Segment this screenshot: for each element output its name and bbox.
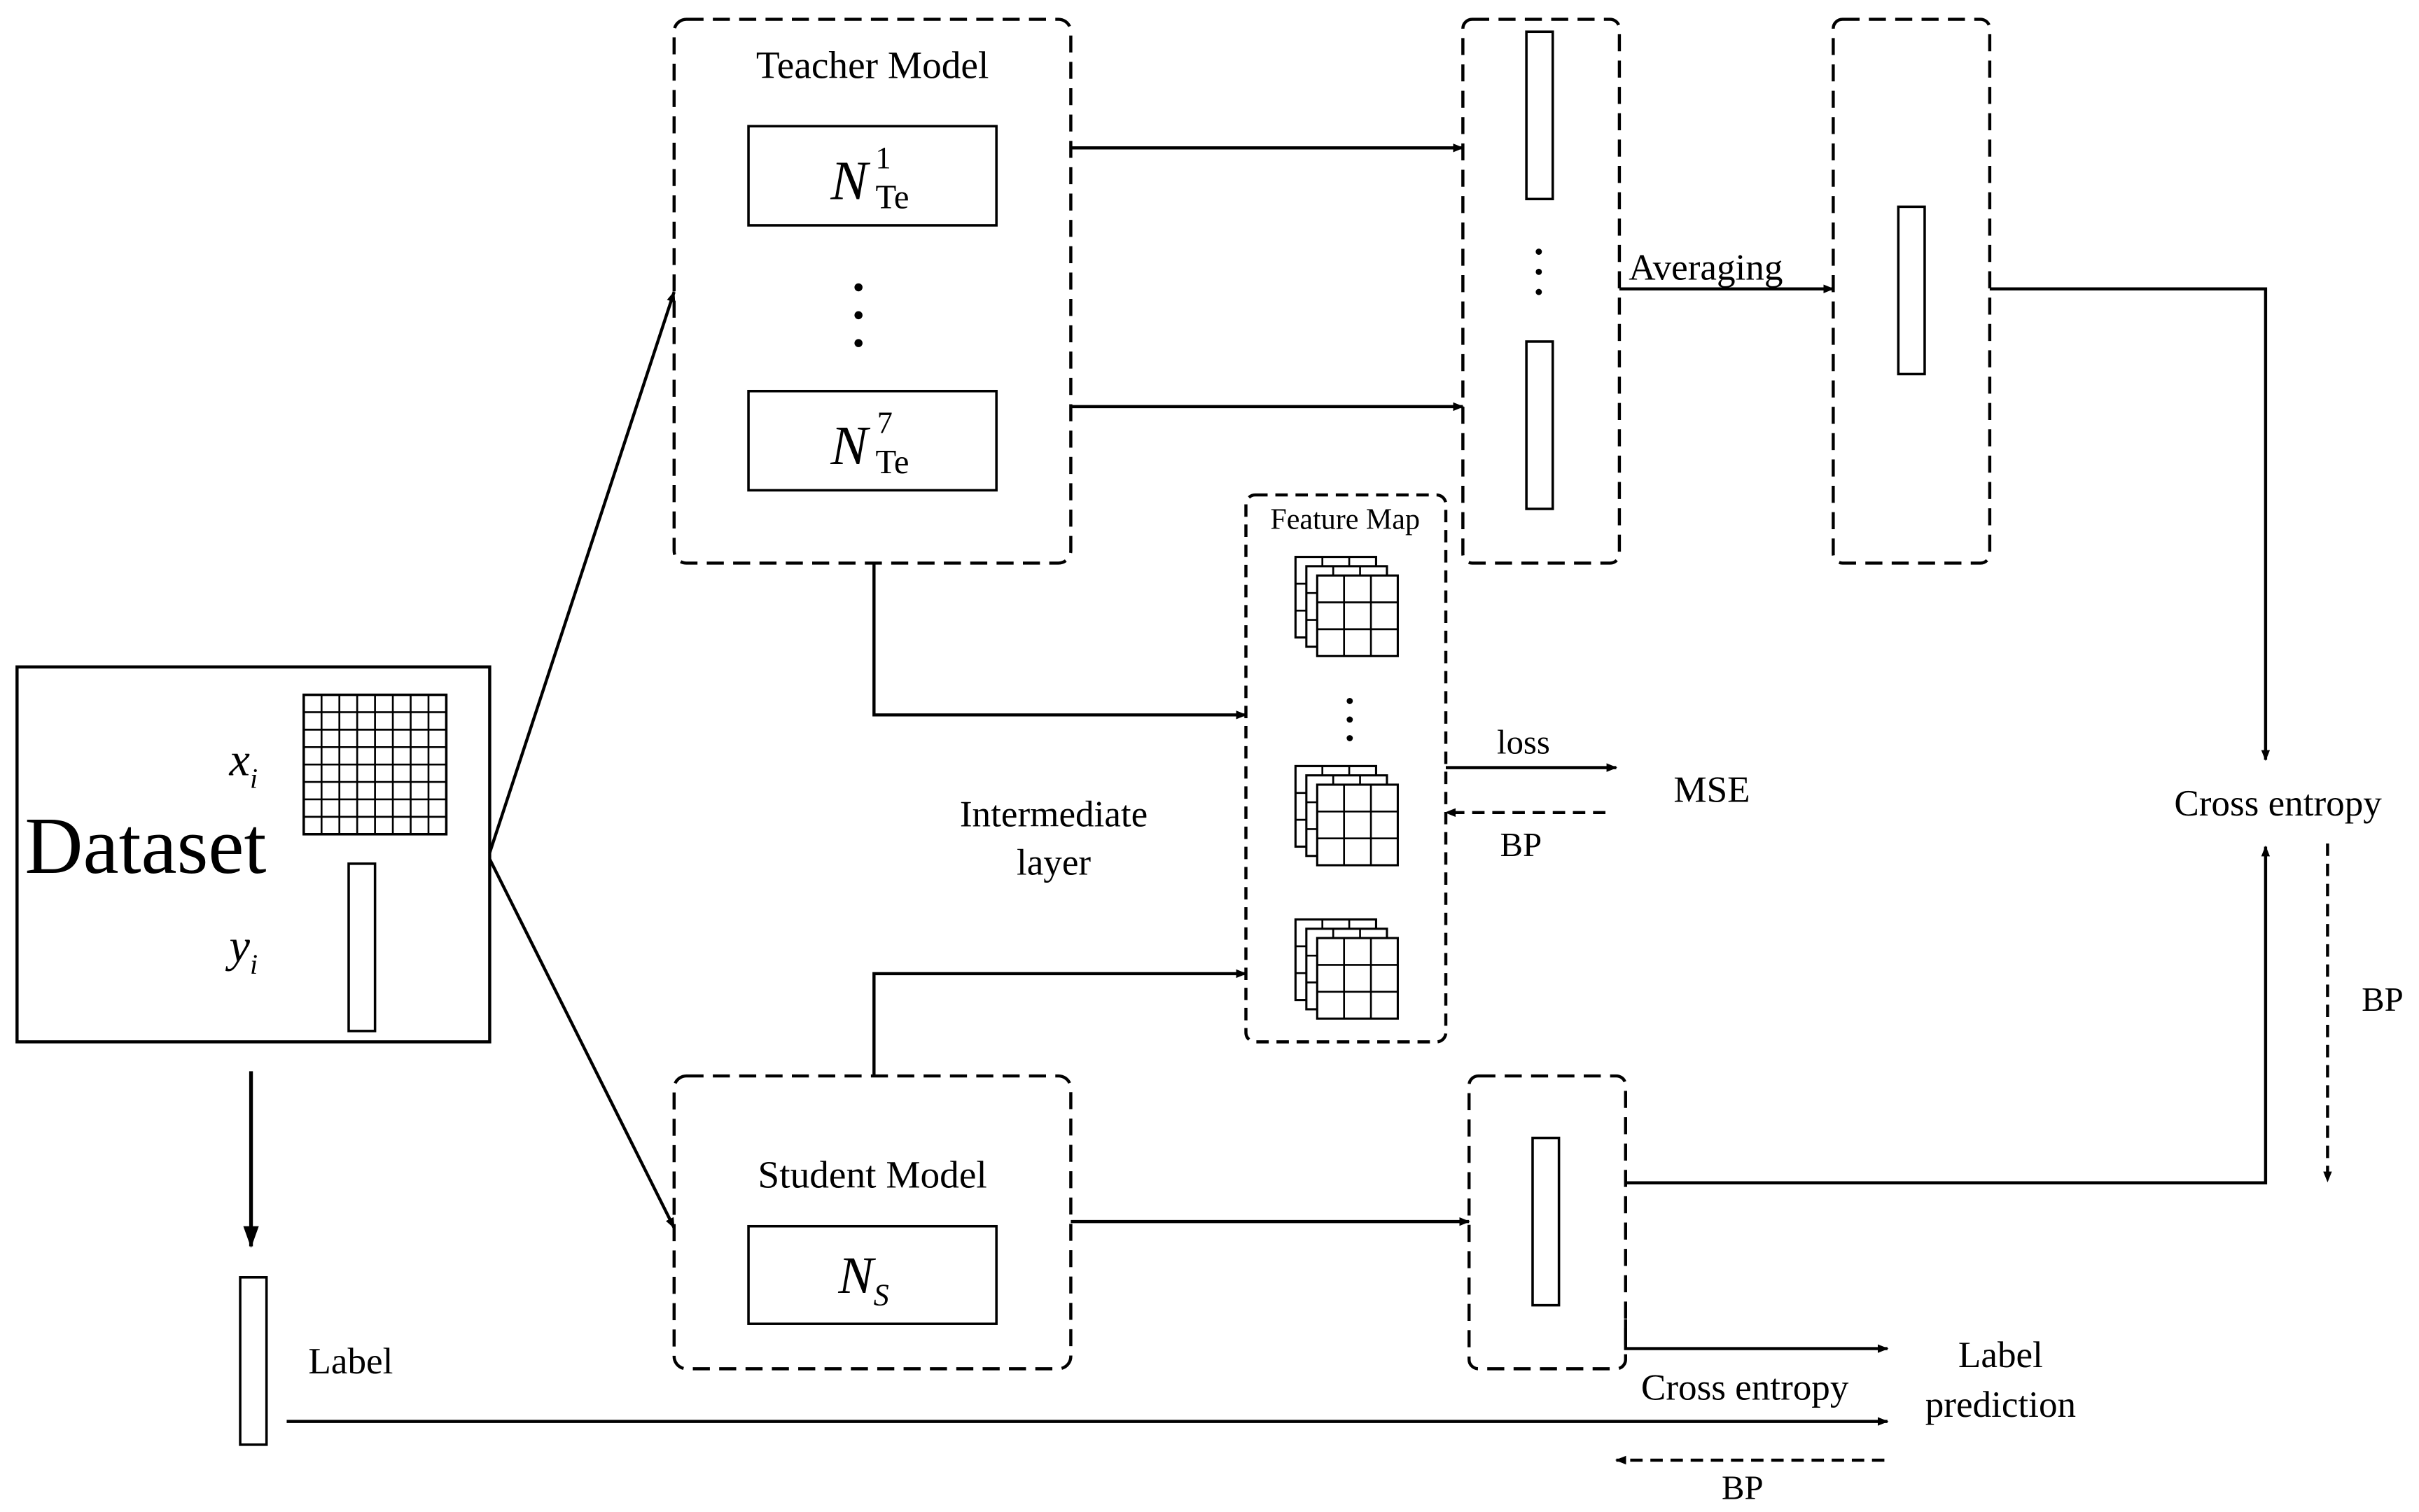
teacher-net-top-label: N bbox=[830, 150, 870, 211]
averaged-output-box bbox=[1832, 18, 1992, 565]
teacher-output-vector-bottom bbox=[1525, 340, 1554, 510]
dataset-box: Dataset xi yi bbox=[15, 665, 492, 1044]
right-bp-label: BP bbox=[2362, 981, 2404, 1018]
ground-truth-label-vector bbox=[239, 1276, 268, 1446]
student-net bbox=[747, 1224, 998, 1325]
student-output-to-prediction-arrow bbox=[1624, 1319, 1889, 1353]
averaged-to-cross-entropy-arrow bbox=[1989, 287, 2271, 762]
student-output-vector bbox=[1531, 1136, 1561, 1307]
annotations: Averaging Intermediate layer loss MSE BP… bbox=[308, 247, 2403, 1506]
averaged-vector bbox=[1897, 205, 1926, 376]
dataset-to-teacher-arrow bbox=[488, 290, 676, 854]
student-output-box bbox=[1468, 1074, 1627, 1371]
label-text: Label bbox=[308, 1341, 393, 1382]
ellipsis-dot bbox=[1346, 698, 1353, 704]
x-var: xi bbox=[229, 735, 258, 794]
dataset-to-student-arrow bbox=[488, 858, 676, 1229]
teacher-net-top bbox=[747, 125, 998, 227]
ellipsis-dot bbox=[854, 311, 863, 320]
teacher-net-top-sub: Te bbox=[876, 178, 909, 216]
ellipsis-dot bbox=[1535, 248, 1542, 255]
bottom-bp-label: BP bbox=[1722, 1469, 1764, 1506]
ellipsis-dot bbox=[1346, 735, 1353, 741]
teacher-net-bottom bbox=[747, 389, 998, 492]
teacher-net-bottom-label: N bbox=[830, 415, 870, 477]
feature-map-stack bbox=[1294, 556, 1399, 657]
mse-bp-label: BP bbox=[1500, 826, 1542, 864]
mse-label: MSE bbox=[1673, 769, 1750, 810]
ellipsis-dot bbox=[1535, 288, 1542, 295]
intermediate-label-line2: layer bbox=[1017, 842, 1091, 883]
teacher-outputs-box bbox=[1461, 18, 1622, 565]
y-var: yi bbox=[225, 920, 258, 980]
ellipsis-dot bbox=[1535, 268, 1542, 275]
averaging-label: Averaging bbox=[1629, 247, 1783, 288]
y-label-vector bbox=[347, 862, 377, 1032]
x-input-grid bbox=[302, 693, 448, 836]
intermediate-label-line1: Intermediate bbox=[960, 794, 1148, 835]
student-to-feature-map-arrow bbox=[872, 969, 1248, 1077]
feature-map-stacks bbox=[1294, 556, 1399, 1020]
feature-map-stack bbox=[1294, 918, 1399, 1020]
student-model-title: Student Model bbox=[758, 1153, 987, 1196]
teacher-net-top-sup: 1 bbox=[876, 141, 891, 175]
loss-label: loss bbox=[1497, 724, 1550, 762]
ellipsis-dot bbox=[1346, 716, 1353, 723]
dataset-label: Dataset bbox=[25, 801, 266, 890]
feature-map-title: Feature Map bbox=[1270, 504, 1420, 536]
cross-entropy-top-label: Cross entropy bbox=[2174, 783, 2382, 824]
connectors bbox=[243, 144, 2332, 1465]
cross-entropy-bottom-label: Cross entropy bbox=[1641, 1368, 1849, 1408]
feature-map-stack bbox=[1294, 764, 1399, 867]
teacher-output-vector-top bbox=[1525, 30, 1554, 201]
student-net-label: NS bbox=[837, 1247, 888, 1312]
ellipsis-dot bbox=[854, 283, 863, 292]
teacher-model-title: Teacher Model bbox=[756, 44, 989, 87]
student-output-to-cross-entropy-arrow bbox=[1625, 845, 2271, 1184]
ellipsis-dot bbox=[854, 339, 863, 347]
teacher-model-box: Teacher Model N 1 Te N 7 Te bbox=[672, 18, 1073, 565]
student-model-box: Student Model NS bbox=[672, 1074, 1073, 1371]
teacher-net-bottom-sup: 7 bbox=[877, 406, 893, 440]
label-prediction-line1: Label bbox=[1958, 1335, 2043, 1376]
feature-map-box: Feature Map bbox=[1244, 493, 1448, 1044]
teacher-net-bottom-sub: Te bbox=[876, 443, 909, 481]
teacher-to-feature-map-arrow bbox=[872, 563, 1248, 720]
label-prediction-line2: prediction bbox=[1925, 1385, 2076, 1425]
